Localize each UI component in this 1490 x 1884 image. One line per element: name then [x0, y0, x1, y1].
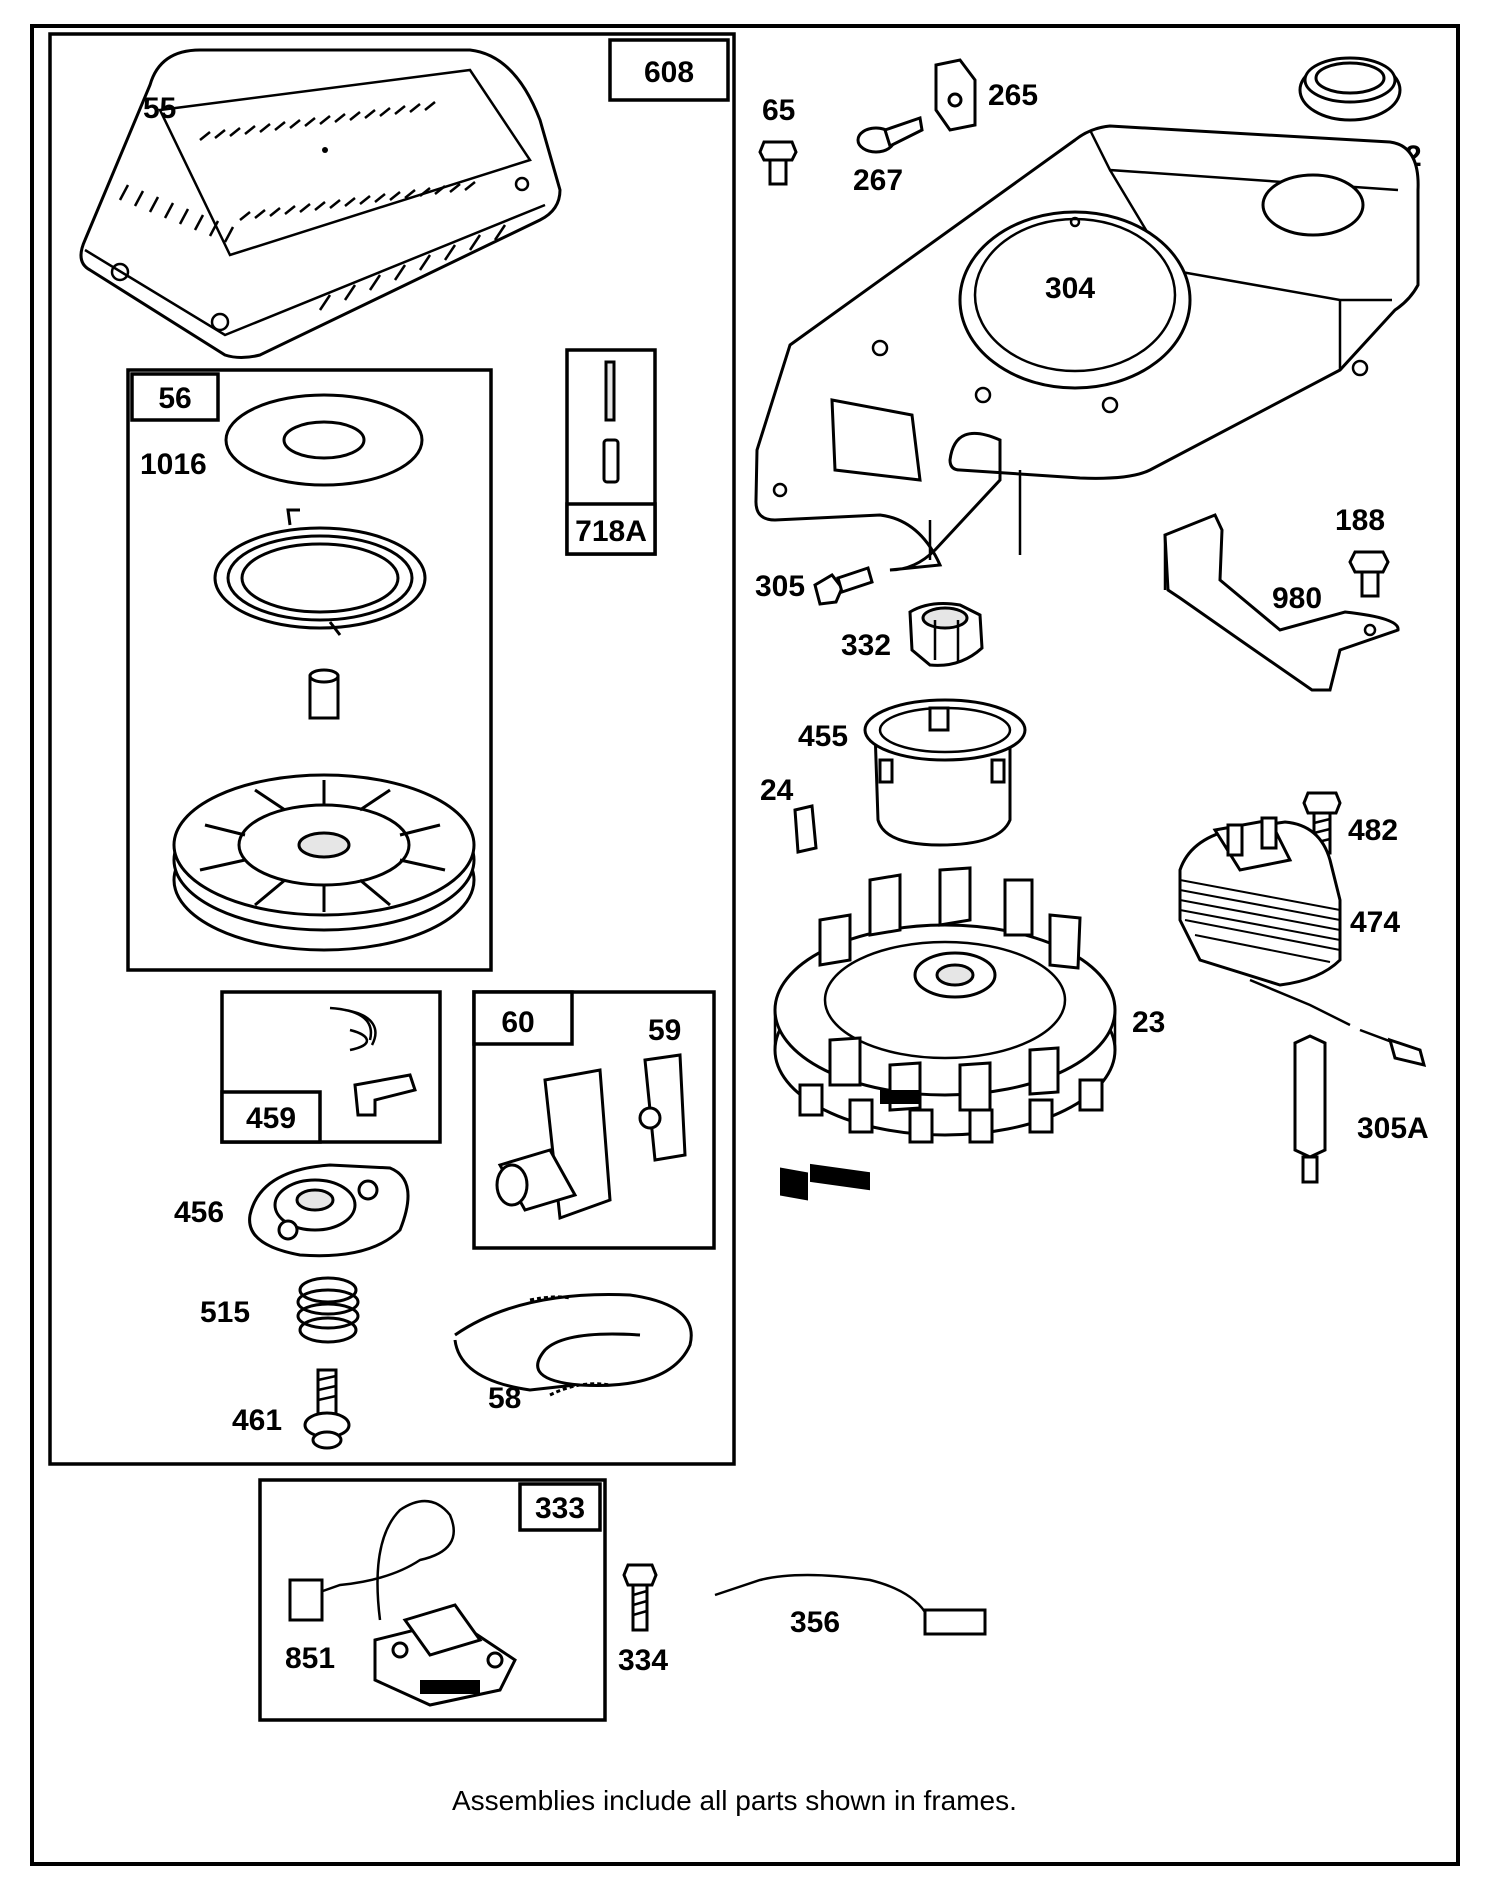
part-1016-washer — [224, 393, 424, 487]
part-461-screw — [303, 1368, 351, 1450]
label-851: 851 — [285, 1642, 335, 1675]
label-304: 304 — [1045, 272, 1095, 305]
part-1002-grommet — [1298, 56, 1402, 122]
label-474: 474 — [1350, 906, 1400, 939]
part-718A-pins — [602, 360, 620, 484]
frame-60 — [472, 990, 716, 1250]
part-58-rope — [453, 1293, 693, 1397]
part-356-wire — [714, 1573, 987, 1636]
label-267: 267 — [853, 164, 903, 197]
label-515: 515 — [200, 1296, 250, 1329]
part-305A-standoff — [1293, 1034, 1327, 1184]
label-305: 305 — [755, 570, 805, 603]
frame-333-tag — [518, 1482, 602, 1532]
frame-608-tag — [608, 38, 730, 102]
part-456-ratchet — [248, 1163, 410, 1258]
part-334-bolt — [622, 1563, 658, 1632]
part-304-blower-housing — [754, 124, 1420, 572]
label-188: 188 — [1335, 504, 1385, 537]
part-cylinder-pin — [308, 668, 340, 720]
part-65-bolt — [758, 140, 798, 186]
label-456: 456 — [174, 1196, 224, 1229]
label-59: 59 — [648, 1014, 681, 1047]
part-332-nut — [908, 602, 984, 667]
part-recoil-spring — [213, 508, 427, 636]
label-55: 55 — [143, 92, 176, 125]
label-58: 58 — [488, 1382, 521, 1415]
label-455: 455 — [798, 720, 848, 753]
frame-60-label: 60 — [501, 1006, 534, 1039]
frame-333-label: 333 — [535, 1492, 585, 1525]
label-24: 24 — [760, 774, 794, 807]
part-55-housing — [79, 48, 562, 359]
part-455-cup — [863, 698, 1027, 847]
frame-459-tag — [220, 1090, 322, 1144]
label-23: 23 — [1132, 1006, 1165, 1039]
frame-56-label: 56 — [158, 382, 191, 415]
footer-note: Assemblies include all parts shown in fr… — [452, 1785, 1017, 1816]
part-24-key — [793, 804, 818, 854]
label-980: 980 — [1272, 582, 1322, 615]
part-515-spring — [296, 1276, 360, 1344]
label-265: 265 — [988, 79, 1038, 112]
frame-60-tag — [472, 990, 574, 1046]
frame-333 — [258, 1478, 607, 1722]
part-305-screw — [813, 566, 874, 606]
part-265-clip — [934, 58, 977, 132]
frame-459-label: 459 — [246, 1102, 296, 1135]
frame-608 — [48, 32, 736, 1466]
label-356: 356 — [790, 1606, 840, 1639]
outer-border — [30, 24, 1460, 1866]
part-333-coil — [288, 1500, 517, 1707]
part-188-bolt — [1348, 550, 1390, 598]
part-267-screw — [856, 116, 924, 154]
part-474-armature — [1178, 816, 1427, 1068]
frame-56-tag — [130, 372, 220, 422]
label-334: 334 — [618, 1644, 668, 1677]
label-332: 332 — [841, 629, 891, 662]
frame-718A-label: 718A — [575, 515, 647, 548]
part-pulley — [172, 773, 476, 952]
frame-459 — [220, 990, 442, 1144]
frame-608-label: 608 — [644, 56, 694, 89]
label-65: 65 — [762, 94, 795, 127]
part-459-spring-pawl — [329, 1006, 417, 1117]
label-305A: 305A — [1357, 1112, 1429, 1145]
part-59-clip — [638, 1053, 687, 1162]
frame-718A-tag — [565, 502, 657, 556]
part-980-bracket — [1163, 513, 1400, 692]
part-23-flywheel — [773, 866, 1117, 1201]
label-461: 461 — [232, 1404, 282, 1437]
part-60-block — [495, 1068, 612, 1221]
label-1016: 1016 — [140, 448, 207, 481]
frame-56 — [126, 368, 493, 972]
label-482: 482 — [1348, 814, 1398, 847]
